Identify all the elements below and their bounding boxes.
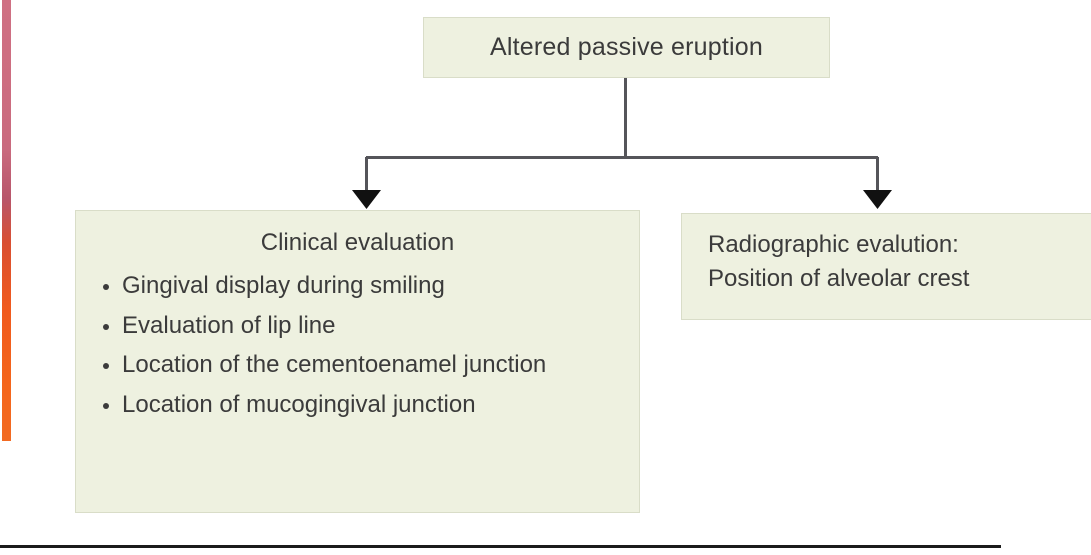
list-item-label: Location of the cementoenamel junction (122, 351, 547, 379)
bullet-icon (103, 403, 109, 410)
arrowhead-left (352, 190, 381, 209)
list-item: Location of the cementoenamel junction (92, 350, 623, 381)
list-item: Gingival display during smiling (92, 271, 623, 302)
bullet-icon (103, 363, 109, 370)
node-title-clinical: Clinical evaluation (260, 229, 455, 256)
bottom-divider (0, 545, 1001, 548)
node-radiographic-evaluation: Radiographic evalution: Position of alve… (681, 213, 1091, 320)
list-item-label: Location of mucogingival junction (122, 391, 476, 419)
clinical-evaluation-list: Gingival display during smiling Evaluati… (92, 271, 623, 421)
node-clinical-evaluation: Clinical evaluation Gingival display dur… (75, 210, 640, 513)
node-altered-passive-eruption: Altered passive eruption (423, 17, 830, 78)
list-item: Evaluation of lip line (92, 311, 623, 342)
list-item-label: Gingival display during smiling (122, 272, 445, 299)
bullet-icon (103, 284, 109, 290)
bullet-icon (103, 323, 109, 330)
radiographic-heading: Radiographic evalution: (708, 231, 959, 258)
arrowhead-right (863, 190, 892, 209)
list-item-label: Evaluation of lip line (122, 311, 336, 339)
left-accent-stripe (2, 0, 11, 441)
list-item: Location of mucogingival junction (92, 390, 623, 421)
node-title-root: Altered passive eruption (489, 33, 763, 61)
radiographic-detail: Position of alveolar crest (708, 265, 970, 293)
